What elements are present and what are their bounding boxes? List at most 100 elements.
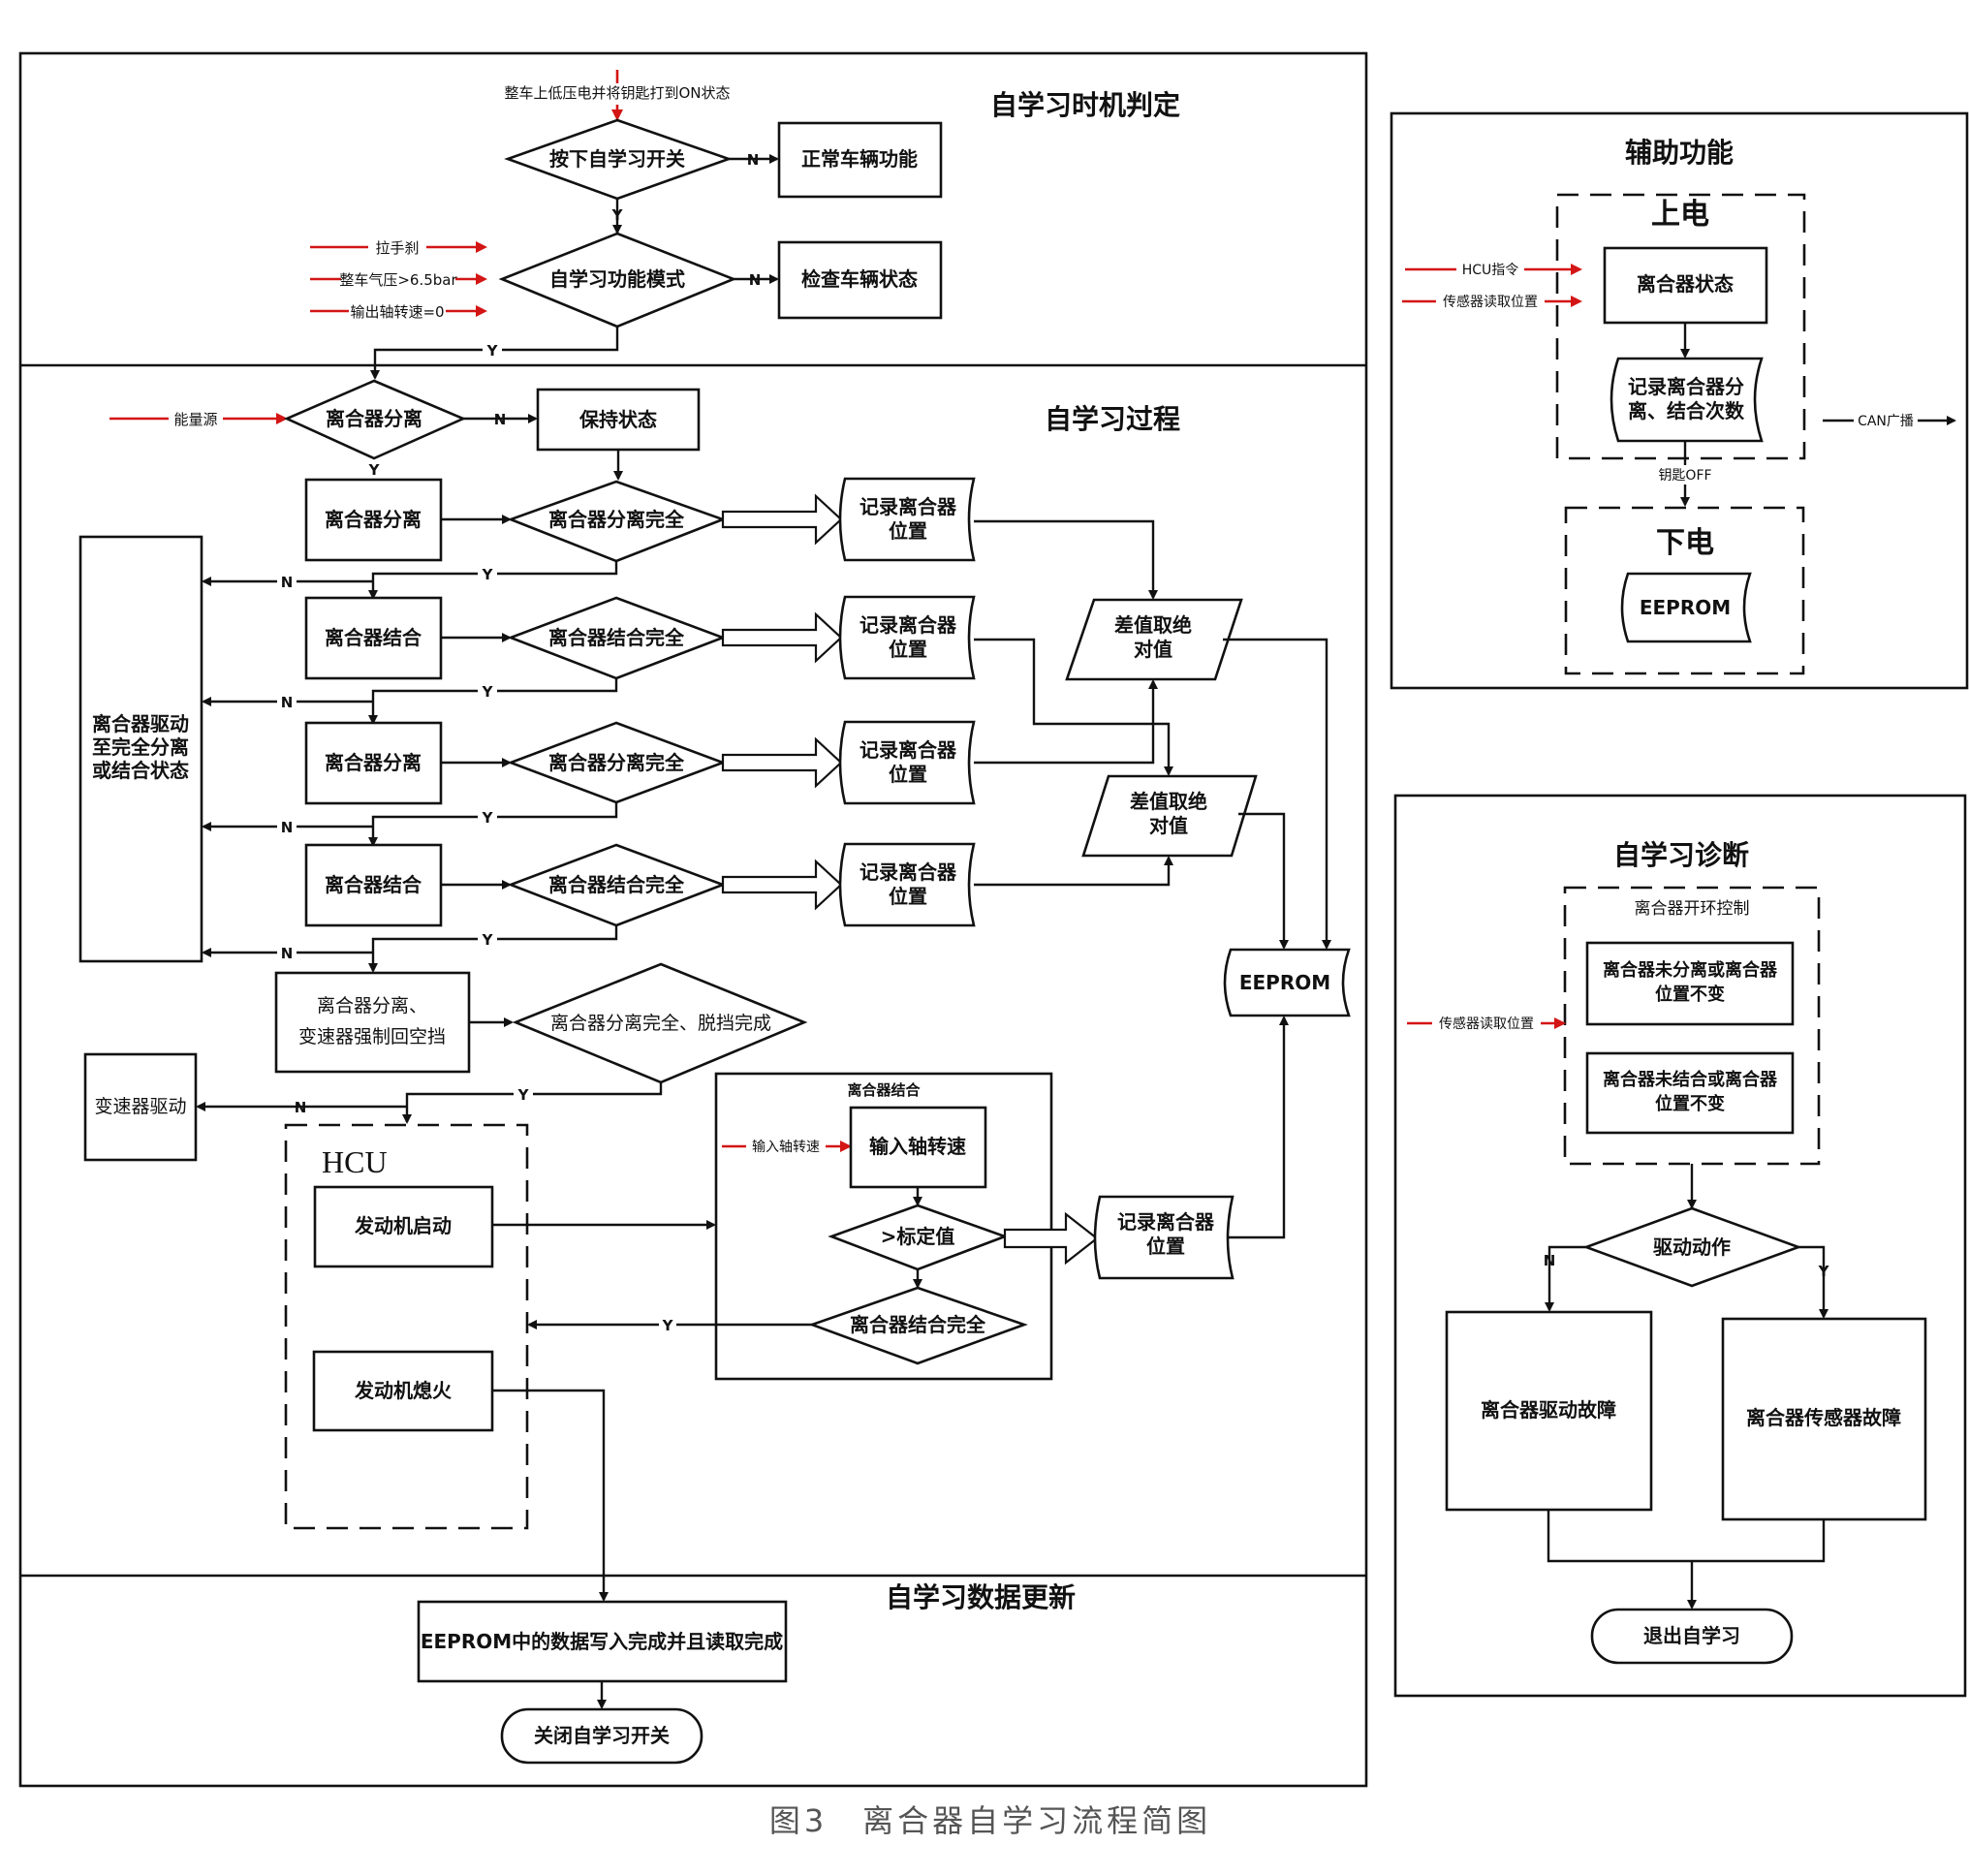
decision-label: 离合器分离 [326,407,422,430]
box-label: 离合器驱动故障 [1481,1398,1616,1422]
label-bg [277,944,297,961]
abs-diff-box-1 [1065,598,1243,681]
group-title: 离合器结合 [847,1081,921,1099]
decision-label: 驱动动作 [1653,1235,1731,1259]
box-label: 位置不变 [1655,1093,1725,1114]
record-position-box [838,477,976,562]
label-bg [368,236,426,258]
input-speed-label: 输入轴转速 [752,1140,820,1155]
box-label: 变速器强制回空挡 [298,1026,446,1047]
yes-label: Y [482,809,494,827]
yes-label: Y [368,461,381,479]
label-bg [1436,292,1545,311]
key-off-label: 钥匙OFF [1658,468,1711,484]
yes-label: Y [611,206,624,224]
clutch-separate-neutral-box [274,971,471,1074]
box-label: 位置 [889,638,927,661]
box-label: 记录离合器 [859,495,957,518]
terminal-label: 退出自学习 [1643,1624,1740,1647]
no-label: N [281,945,294,962]
normal-vehicle-function-box [777,121,943,199]
decision-label: 自学习功能模式 [549,267,685,291]
label-bg [169,408,223,429]
yes-label: Y [482,566,494,583]
flow-arrow [974,856,1173,887]
box-label: 离合器分离、 [317,995,427,1016]
engine-start-box [313,1185,494,1268]
flow-arrow [974,679,1158,765]
label-bg [1653,465,1717,485]
flow-arrow [1223,638,1331,950]
decision-label: 离合器结合完全 [548,873,685,896]
input-air-pressure: 整车气压>6.5bar [339,271,457,289]
power-off-title: 下电 [1656,526,1714,560]
eeprom-write-read-box [417,1600,788,1683]
decision-clutch-separate [283,379,467,460]
flow-arrow [1238,812,1289,950]
decision-label: 按下自学习开关 [549,147,685,171]
box-label: 正常车辆功能 [801,147,918,171]
hcu-title: HCU [322,1144,388,1179]
decision-label: 离合器分离完全 [548,508,685,531]
yes-label: Y [662,1317,674,1334]
power-on-group [1555,193,1806,460]
box-label: 变速器驱动 [94,1096,186,1117]
decision-label: 离合器分离完全、脱挡完成 [550,1013,771,1034]
box-label: 离合器分离 [325,508,422,531]
yes-label: Y [486,342,499,360]
box-label: 离合器传感器故障 [1746,1406,1901,1429]
gearbox-drive-box [83,1052,198,1162]
clutch-engage-group [714,1072,1053,1381]
hollow-arrow [721,611,843,664]
box-label: 对值 [1149,814,1188,837]
decision-label: 离合器结合完全 [548,626,685,649]
clutch-drive-box [78,535,203,963]
process-steps: 离合器分离离合器分离完全记录离合器位置YN离合器结合离合器结合完全记录离合器位置… [202,477,976,973]
label-bg [514,1085,533,1103]
power-off-group [1564,506,1805,675]
box-label: 位置 [889,519,927,543]
no-label: N [281,694,294,711]
can-broadcast-label: CAN广播 [1858,414,1914,429]
box-label: 位置不变 [1655,984,1725,1005]
record-position-box [838,720,976,805]
box-label: 记录离合器 [1117,1210,1215,1234]
flow-arrow [1229,1016,1289,1239]
diagnosis-panel [1393,794,1967,1698]
hollow-arrow [721,859,843,911]
box-label: EEPROM中的数据写入完成并且读取完成 [421,1630,783,1653]
input-shaft-speed-box [849,1106,987,1189]
box-label: 离合器分离 [325,751,422,774]
label-bg [478,808,497,826]
decision-drive-action [1582,1206,1802,1288]
box-label: 输入轴转速 [869,1135,966,1158]
step-action-box [304,478,443,562]
box-label: 记录离合器 [859,613,957,637]
box-label: 或结合状态 [92,759,189,782]
decision-label: 离合器结合完全 [850,1313,986,1336]
eeprom-store-aux [1620,572,1752,643]
section-title-update: 自学习数据更新 [886,1581,1076,1613]
label-bg [277,818,297,835]
box-label: 对值 [1134,638,1172,661]
section-title-timing: 自学习时机判定 [990,89,1180,121]
label-bg [341,268,455,290]
hcu-group [284,1123,529,1530]
figure-caption: 图3 离合器自学习流程简图 [769,1802,1211,1839]
hollow-arrow [721,493,843,546]
label-bg [746,1137,826,1156]
no-label: N [747,151,760,169]
box-label: 离合器未结合或离合器 [1603,1069,1778,1090]
box-label: 差值取绝 [1130,790,1207,813]
no-label: N [281,574,294,591]
flow-arrow [1545,1245,1586,1312]
step-action-box [304,596,443,680]
flow-arrow [974,519,1158,600]
box-label: 检查车辆状态 [801,267,918,291]
label-bg [1432,1014,1541,1033]
no-label: N [749,271,762,289]
check-vehicle-state-box [777,240,943,320]
step-action-box [304,843,443,927]
decision-label: 离合器分离完全 [548,751,685,774]
